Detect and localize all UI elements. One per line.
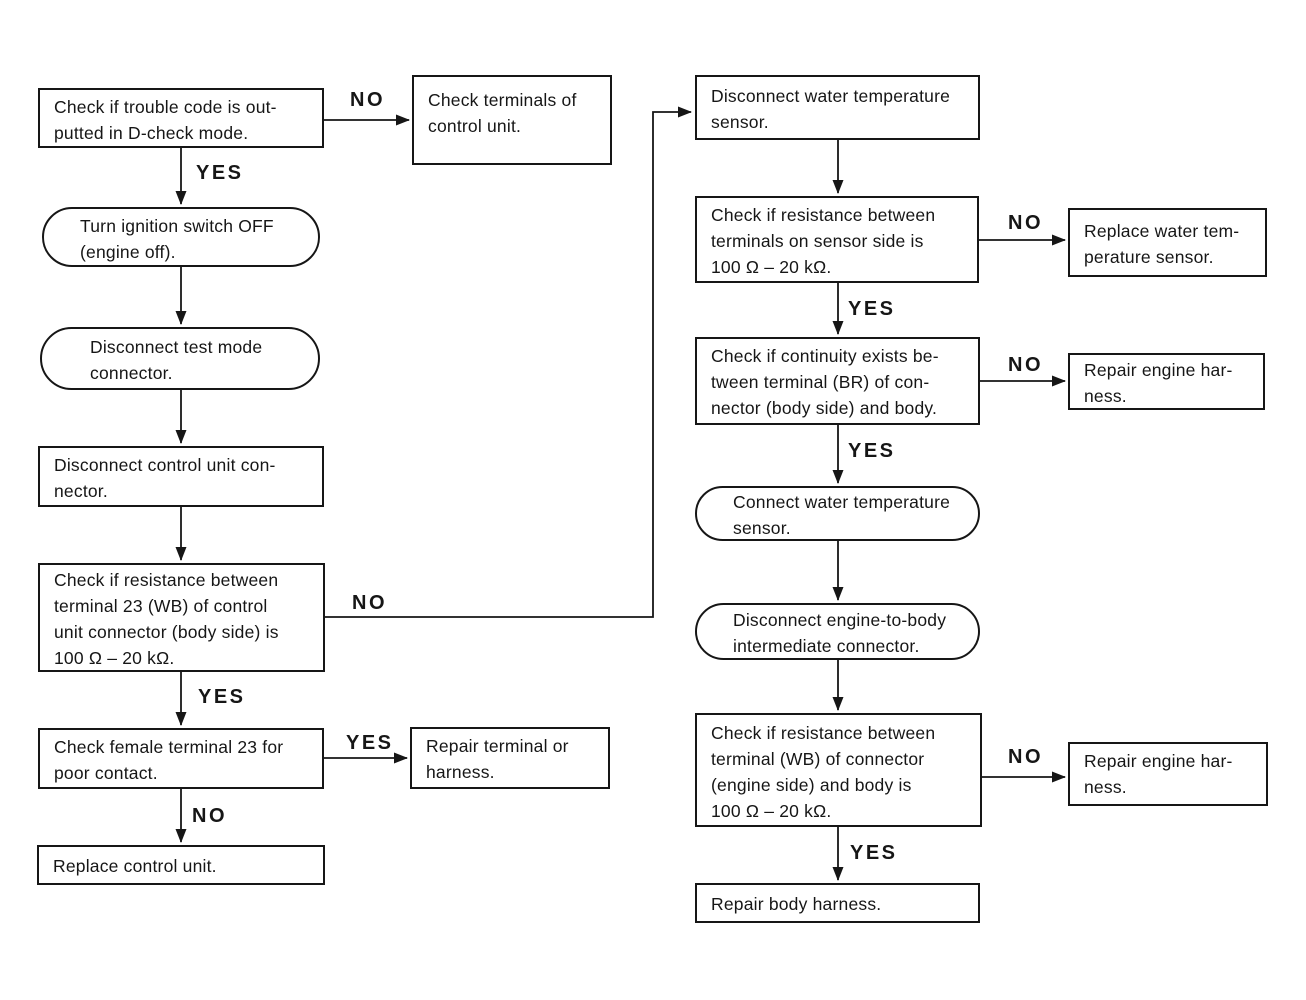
node-text-line: connector. (90, 363, 173, 383)
node-text-line: putted in D-check mode. (54, 123, 249, 143)
node-text-line: Replace water tem- (1084, 221, 1240, 241)
node-repair-engine-harness-1: Repair engine har- ness. (1068, 353, 1265, 410)
edge-label-wb-yes: YES (850, 842, 898, 864)
node-check-female-terminal: Check female terminal 23 for poor contac… (38, 728, 324, 789)
node-text-line: Replace control unit. (53, 856, 217, 876)
edge-label-resistance-no: NO (352, 592, 387, 614)
node-text-line: Repair engine har- (1084, 751, 1233, 771)
node-text-line: terminal (WB) of connector (711, 749, 925, 769)
node-text-line: unit connector (body side) is (54, 622, 279, 642)
node-text-line: Disconnect water temperature (711, 86, 951, 106)
node-text-line: Disconnect engine-to-body (733, 610, 947, 630)
arrow-check-resistance-cu-to-disconnect-wts (325, 106, 692, 618)
node-text-line: tween terminal (BR) of con- (711, 372, 930, 392)
edge-label-sensor-no: NO (1008, 212, 1043, 234)
edge-label-female-no: NO (192, 805, 227, 827)
node-check-resistance-cu: Check if resistance between terminal 23 … (38, 563, 325, 672)
node-text-line: terminals on sensor side is (711, 231, 924, 251)
node-check-terminals: Check terminals of control unit. (412, 75, 612, 165)
edge-label-continuity-yes: YES (848, 440, 896, 462)
node-text-line: intermediate connector. (733, 636, 920, 656)
node-disconnect-test-mode: Disconnect test mode connector. (40, 327, 320, 390)
edge-label-continuity-no: NO (1008, 354, 1043, 376)
node-check-continuity: Check if continuity exists be- tween ter… (695, 337, 980, 425)
node-text-line: control unit. (428, 116, 522, 136)
node-text-line: nector (body side) and body. (711, 398, 938, 418)
edge-label-trouble-no: NO (350, 89, 385, 111)
node-text-line: Repair terminal or (426, 736, 569, 756)
node-text-line: Check if trouble code is out- (54, 97, 277, 117)
node-text-line: 100 Ω – 20 kΩ. (711, 257, 832, 277)
node-text-line: Repair engine har- (1084, 360, 1233, 380)
edge-label-sensor-yes: YES (848, 298, 896, 320)
edge-label-trouble-yes: YES (196, 162, 244, 184)
edge-label-wb-no: NO (1008, 746, 1043, 768)
node-text-line: ness. (1084, 386, 1127, 406)
node-disconnect-cu-connector: Disconnect control unit con- nector. (38, 446, 324, 507)
node-turn-ignition-off: Turn ignition switch OFF (engine off). (42, 207, 320, 267)
node-text-line: sensor. (733, 518, 791, 538)
node-text-line: Check if resistance between (711, 723, 936, 743)
node-text-line: Disconnect test mode (90, 337, 263, 357)
node-text-line: terminal 23 (WB) of control (54, 596, 268, 616)
node-disconnect-wts: Disconnect water temperature sensor. (695, 75, 980, 140)
node-connect-wts: Connect water temperature sensor. (695, 486, 980, 541)
node-check-resistance-sensor: Check if resistance between terminals on… (695, 196, 979, 283)
node-repair-engine-harness-2: Repair engine har- ness. (1068, 742, 1268, 806)
node-text-line: Check terminals of (428, 90, 577, 110)
node-text-line: 100 Ω – 20 kΩ. (54, 648, 175, 668)
node-text-line: Connect water temperature (733, 492, 951, 512)
node-repair-body-harness: Repair body harness. (695, 883, 980, 923)
node-text-line: perature sensor. (1084, 247, 1214, 267)
edge-label-female-yes: YES (346, 732, 394, 754)
node-check-resistance-wb: Check if resistance between terminal (WB… (695, 713, 982, 827)
node-text-line: poor contact. (54, 763, 158, 783)
node-replace-control-unit: Replace control unit. (37, 845, 325, 885)
node-text-line: ness. (1084, 777, 1127, 797)
node-text-line: sensor. (711, 112, 769, 132)
node-text-line: 100 Ω – 20 kΩ. (711, 801, 832, 821)
node-text-line: harness. (426, 762, 495, 782)
node-text-line: Check if resistance between (54, 570, 279, 590)
node-text-line: Check female terminal 23 for (54, 737, 284, 757)
node-text-line: nector. (54, 481, 108, 501)
node-text-line: Turn ignition switch OFF (80, 216, 274, 236)
node-text-line: Disconnect control unit con- (54, 455, 276, 475)
edge-label-resistance-yes: YES (198, 686, 246, 708)
node-disconnect-intermediate: Disconnect engine-to-body intermediate c… (695, 603, 980, 660)
node-text-line: Repair body harness. (711, 894, 882, 914)
node-text-line: (engine off). (80, 242, 176, 262)
node-replace-wts: Replace water tem- perature sensor. (1068, 208, 1267, 277)
node-text-line: (engine side) and body is (711, 775, 912, 795)
node-check-trouble-code: Check if trouble code is out- putted in … (38, 88, 324, 148)
node-repair-terminal-harness: Repair terminal or harness. (410, 727, 610, 789)
node-text-line: Check if continuity exists be- (711, 346, 939, 366)
node-text-line: Check if resistance between (711, 205, 936, 225)
